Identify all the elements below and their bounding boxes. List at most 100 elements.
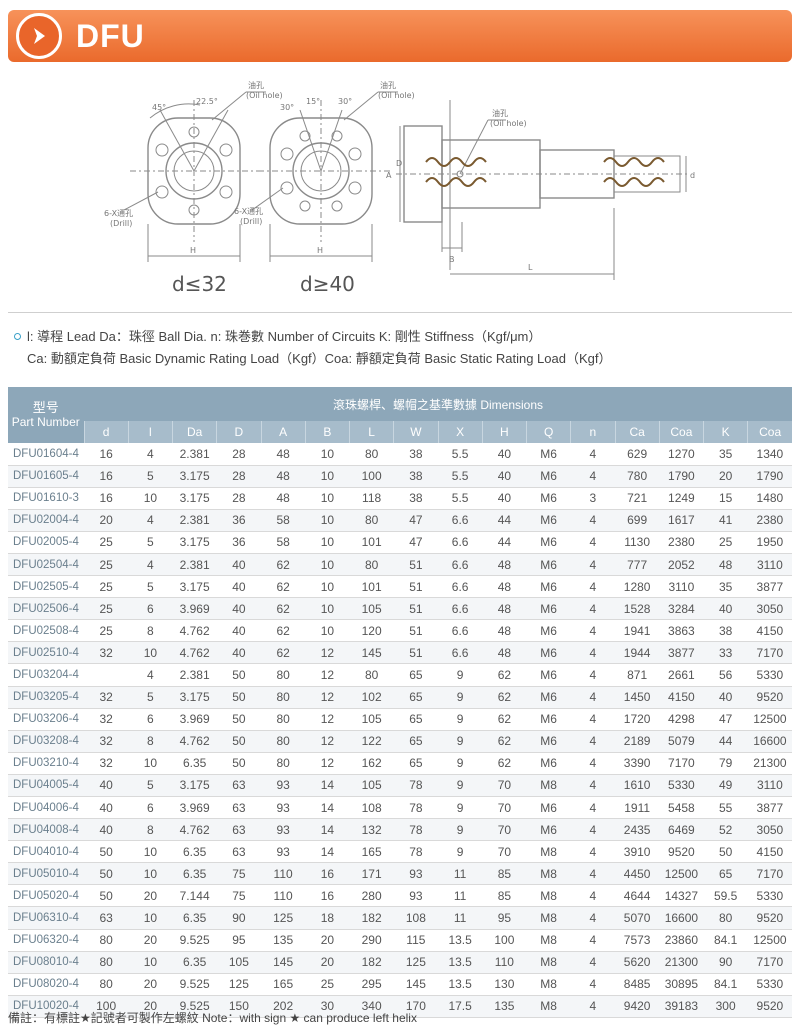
table-cell: 70 bbox=[482, 774, 527, 798]
table-cell: 10 bbox=[305, 487, 350, 510]
table-cell: M8 bbox=[526, 884, 571, 908]
table-cell: 3.175 bbox=[172, 487, 217, 510]
table-cell: 5 bbox=[128, 774, 173, 798]
table-cell: 145 bbox=[393, 973, 438, 996]
column-header: A bbox=[260, 421, 306, 443]
table-cell: 4150 bbox=[659, 686, 704, 709]
table-cell: 16600 bbox=[659, 906, 704, 930]
table-cell: 4 bbox=[570, 929, 615, 952]
table-cell: 3.175 bbox=[172, 575, 217, 599]
table-cell: 30895 bbox=[659, 973, 704, 996]
table-cell: 4 bbox=[570, 553, 615, 577]
table-cell: 12 bbox=[305, 730, 350, 753]
table-cell: 7170 bbox=[747, 951, 793, 974]
table-cell: 10 bbox=[305, 531, 350, 554]
table-cell: M6 bbox=[526, 641, 571, 665]
dimensions-table-wrap: 型号 Part Number 滾珠螺桿、螺帽之基準數據 Dimensions d… bbox=[8, 387, 793, 1018]
table-cell: 50 bbox=[216, 663, 261, 687]
table-cell: 21300 bbox=[659, 951, 704, 974]
table-cell: 4 bbox=[570, 465, 615, 488]
table-cell: 3.175 bbox=[172, 774, 217, 798]
table-cell: 1249 bbox=[659, 487, 704, 510]
part-number-cell: DFU06320-4 bbox=[8, 929, 84, 952]
table-cell: 110 bbox=[261, 862, 306, 886]
dim-h-right: H bbox=[317, 246, 323, 255]
table-cell: 2380 bbox=[659, 531, 704, 554]
table-cell: 4644 bbox=[615, 884, 660, 908]
table-cell: 36 bbox=[216, 531, 261, 554]
table-cell: 4 bbox=[570, 973, 615, 996]
table-cell: 10 bbox=[305, 597, 350, 621]
table-cell: 78 bbox=[393, 818, 438, 842]
table-cell: 33 bbox=[703, 641, 748, 665]
bullet-icon bbox=[14, 333, 21, 341]
table-cell: 5079 bbox=[659, 730, 704, 753]
table-cell: 100 bbox=[482, 929, 527, 952]
table-cell: 25 bbox=[84, 575, 129, 599]
table-cell: 3877 bbox=[747, 575, 793, 599]
table-cell: 14 bbox=[305, 796, 350, 820]
table-cell: 4 bbox=[570, 641, 615, 665]
table-cell: 5330 bbox=[747, 663, 793, 687]
table-cell: 35 bbox=[703, 575, 748, 599]
table-cell: 9 bbox=[438, 752, 483, 775]
part-number-cell: DFU10020-4 bbox=[8, 995, 84, 1018]
table-cell: M6 bbox=[526, 597, 571, 621]
table-cell bbox=[84, 663, 129, 687]
table-cell: 145 bbox=[349, 641, 394, 665]
table-cell: 2380 bbox=[747, 509, 793, 532]
table-cell: 2.381 bbox=[172, 509, 217, 532]
table-cell: 145 bbox=[261, 951, 306, 974]
table-cell: 8 bbox=[128, 818, 173, 842]
table-cell: 105 bbox=[349, 774, 394, 798]
table-cell: 4 bbox=[570, 686, 615, 709]
table-cell: 5620 bbox=[615, 951, 660, 974]
table-cell: 1950 bbox=[747, 531, 793, 554]
column-header: D bbox=[216, 421, 261, 443]
table-cell: 36 bbox=[216, 509, 261, 532]
table-cell: 41 bbox=[703, 509, 748, 532]
table-cell: 3 bbox=[570, 487, 615, 510]
table-cell: 699 bbox=[615, 509, 660, 532]
table-cell: 50 bbox=[84, 884, 129, 908]
table-cell: 40 bbox=[84, 774, 129, 798]
table-cell: 70 bbox=[482, 818, 527, 842]
table-cell: 118 bbox=[349, 487, 394, 510]
table-cell: 1790 bbox=[747, 465, 793, 488]
table-cell: 4 bbox=[570, 752, 615, 775]
table-cell: 9.525 bbox=[172, 973, 217, 996]
table-cell: 38 bbox=[393, 487, 438, 510]
table-cell: M6 bbox=[526, 708, 571, 731]
technical-drawing: 45° 22.5° 30° 15° 30° 油孔 (Oil hole) 油孔 (… bbox=[0, 70, 800, 310]
table-cell: 50 bbox=[216, 752, 261, 775]
table-cell: 62 bbox=[261, 619, 306, 643]
table-cell: 75 bbox=[216, 862, 261, 886]
part-number-cell: DFU01605-4 bbox=[8, 465, 84, 488]
table-cell: 2.381 bbox=[172, 553, 217, 577]
table-cell: 65 bbox=[393, 663, 438, 687]
table-cell: 10 bbox=[305, 575, 350, 599]
table-cell: 7.144 bbox=[172, 884, 217, 908]
table-cell: 4 bbox=[570, 708, 615, 731]
part-number-cell: DFU05020-4 bbox=[8, 884, 84, 908]
table-cell: 101 bbox=[349, 531, 394, 554]
table-cell: 48 bbox=[482, 619, 527, 643]
table-cell: 5.5 bbox=[438, 465, 483, 488]
table-cell: 55 bbox=[703, 796, 748, 820]
table-cell: 23860 bbox=[659, 929, 704, 952]
column-header: X bbox=[437, 421, 483, 443]
table-cell: 9520 bbox=[747, 686, 793, 709]
table-cell: 12500 bbox=[747, 929, 793, 952]
table-cell: 5330 bbox=[747, 884, 793, 908]
table-cell: 10 bbox=[128, 951, 173, 974]
table-cell: 1911 bbox=[615, 796, 660, 820]
table-cell: 4 bbox=[570, 531, 615, 554]
part-number-cell: DFU08010-4 bbox=[8, 951, 84, 974]
table-cell: M6 bbox=[526, 575, 571, 599]
table-cell: 4.762 bbox=[172, 818, 217, 842]
